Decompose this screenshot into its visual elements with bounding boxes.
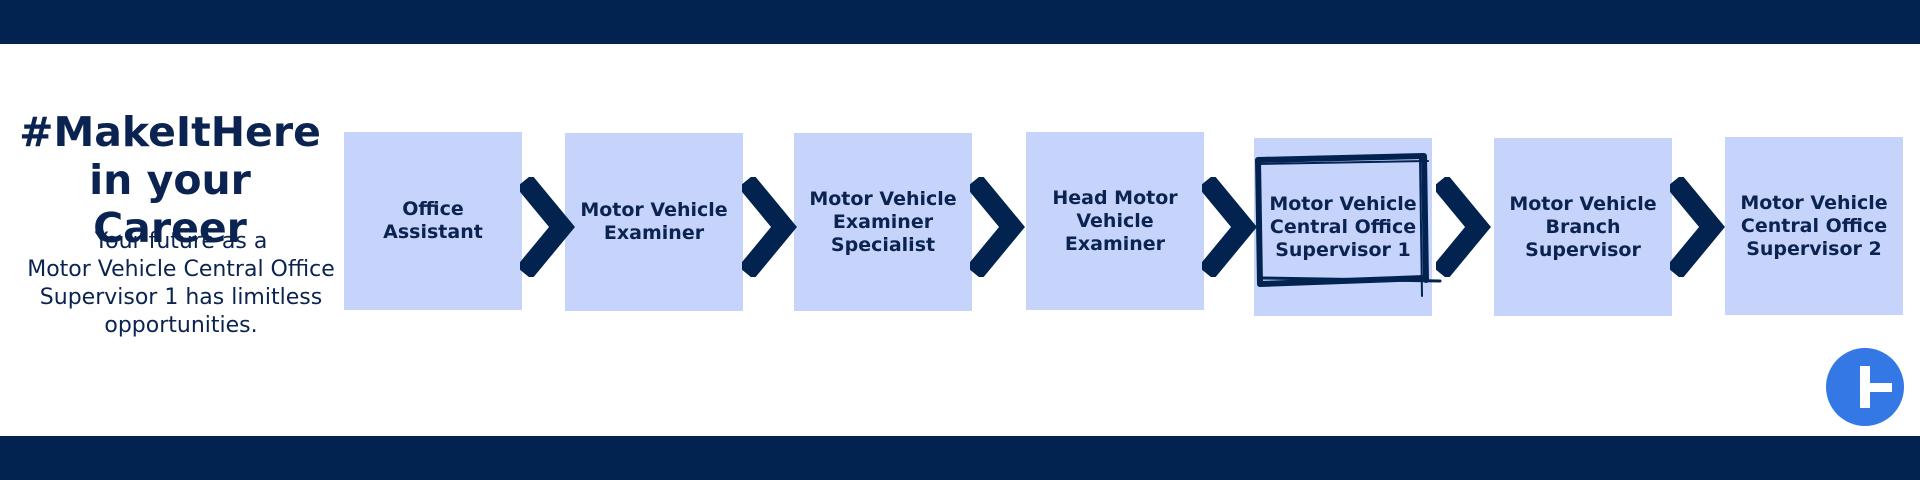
career-step-5-line-2: Central Office	[1269, 215, 1417, 238]
career-step-5-line-3: Supervisor 1	[1275, 238, 1411, 261]
career-step-5: Motor Vehicle Central Office Supervisor …	[1254, 138, 1432, 316]
career-step-6-line-1: Motor Vehicle	[1509, 192, 1657, 215]
subtext-line-2: Motor Vehicle Central Office	[27, 257, 335, 282]
bottom-banner-bar	[0, 436, 1920, 480]
subtext: Your future as a Motor Vehicle Central O…	[18, 228, 344, 340]
career-step-6-line-2: Branch	[1545, 215, 1621, 238]
headline: #MakeItHere in your Career	[10, 108, 330, 252]
chevron-right-icon	[742, 177, 797, 277]
career-step-3-line-2: Examiner	[832, 210, 934, 233]
career-step-2-line-1: Motor Vehicle	[580, 199, 728, 221]
career-step-4-line-2: Vehicle	[1076, 209, 1154, 232]
chevron-right-icon	[520, 177, 575, 277]
career-step-7: Motor Vehicle Central Office Supervisor …	[1725, 137, 1903, 315]
headline-line-1: #MakeItHere	[19, 108, 321, 156]
career-step-4-line-3: Examiner	[1064, 232, 1166, 255]
chevron-right-icon	[1670, 177, 1725, 277]
chevron-right-icon	[1436, 177, 1491, 277]
career-step-7-line-1: Motor Vehicle	[1740, 191, 1888, 214]
career-step-3: Motor Vehicle Examiner Specialist	[794, 133, 972, 311]
career-step-6-line-3: Supervisor	[1525, 238, 1641, 261]
brand-logo-icon	[1826, 348, 1904, 426]
career-step-3-line-1: Motor Vehicle	[809, 187, 957, 210]
career-step-4-line-1: Head Motor	[1052, 186, 1178, 209]
subtext-line-4: opportunities.	[104, 313, 258, 338]
career-step-5-line-1: Motor Vehicle	[1269, 192, 1417, 215]
career-step-4: Head Motor Vehicle Examiner	[1026, 132, 1204, 310]
subtext-line-3: Supervisor 1 has limitless	[39, 285, 323, 310]
career-step-2: Motor Vehicle Examiner	[565, 133, 743, 311]
headline-line-2: in your Career	[89, 156, 251, 252]
subtext-line-1: Your future as a	[94, 229, 268, 254]
chevron-right-icon	[970, 177, 1025, 277]
career-step-3-line-3: Specialist	[830, 233, 936, 256]
career-step-7-line-3: Supervisor 2	[1746, 237, 1882, 260]
career-step-7-line-2: Central Office	[1740, 214, 1888, 237]
career-step-1-line-1: Office	[402, 198, 464, 220]
chevron-right-icon	[1202, 177, 1257, 277]
top-banner-bar	[0, 0, 1920, 44]
career-step-1: Office Assistant	[344, 132, 522, 310]
career-step-2-line-2: Examiner	[603, 222, 705, 244]
career-step-1-line-2: Assistant	[383, 221, 483, 243]
career-step-6: Motor Vehicle Branch Supervisor	[1494, 138, 1672, 316]
